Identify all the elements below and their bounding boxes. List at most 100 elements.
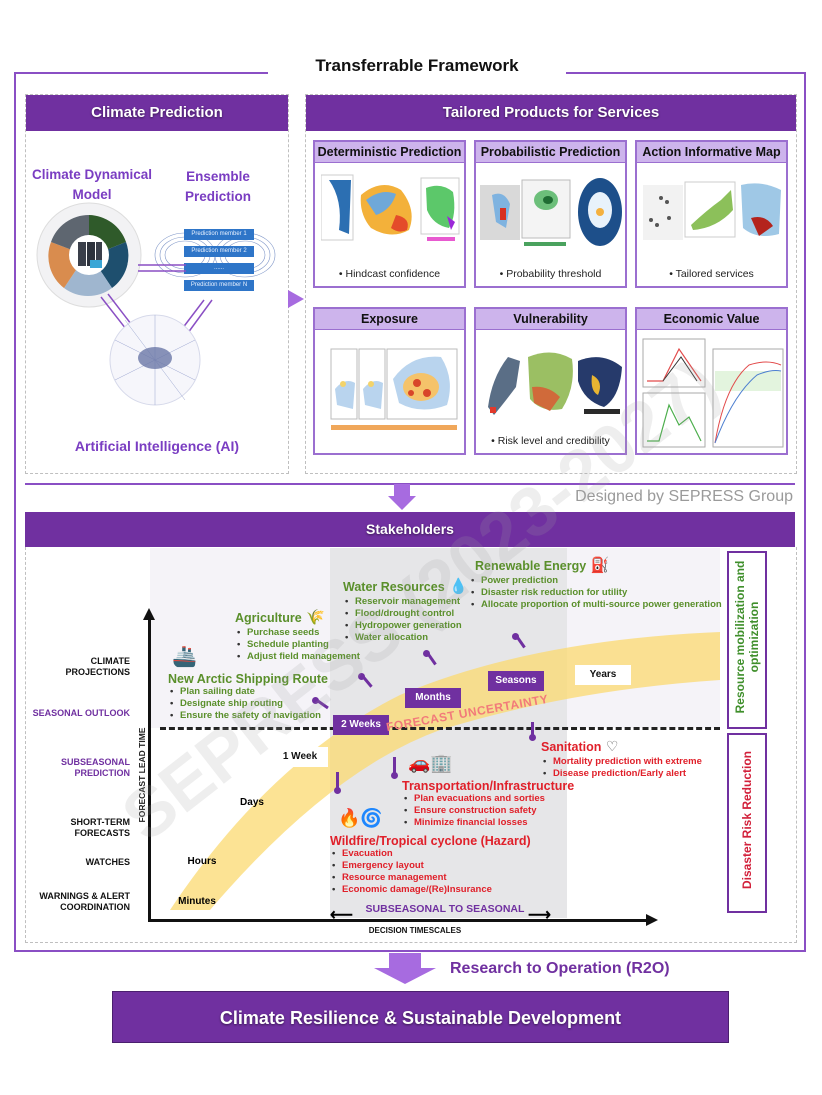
s2s-label: SUBSEASONAL TO SEASONAL: [365, 903, 525, 915]
product-panel-deterministic: Deterministic Prediction • Hindcast conf…: [313, 140, 466, 288]
panel-note: • Tailored services: [669, 268, 754, 280]
framework-title: Transferrable Framework: [315, 56, 519, 75]
sector-item: Economic damage/(Re)Insurance: [332, 884, 531, 896]
stakeholders-section: [25, 547, 797, 943]
timeline-pin-stem: [531, 722, 534, 736]
sector-water: Water Resources 💧 Reservoir management F…: [343, 577, 468, 644]
ensemble-member: Prediction member N: [184, 280, 254, 291]
panel-title: Economic Value: [637, 309, 786, 330]
sector-wildfire: Wildfire/Tropical cyclone (Hazard) Evacu…: [330, 834, 531, 896]
sector-items: Plan evacuations and sorties Ensure cons…: [402, 793, 574, 829]
sector-item: Mortality prediction with extreme: [543, 756, 702, 768]
sector-item: Disaster risk reduction for utility: [471, 587, 722, 599]
sector-item: Evacuation: [332, 848, 531, 860]
arrow-right-icon: [288, 290, 304, 308]
credit-text: Designed by SEPRESS Group: [575, 488, 793, 505]
panel-title: Action Informative Map: [637, 142, 786, 163]
sector-transport: Transportation/Infrastructure Plan evacu…: [402, 779, 574, 829]
r2o-arrow-icon: [389, 953, 421, 969]
disaster-risk-label: Disaster Risk Reduction: [740, 750, 754, 890]
ai-brain-icon: [109, 314, 201, 406]
r2o-label: Research to Operation (R2O): [450, 960, 670, 977]
sector-items: Power prediction Disaster risk reduction…: [469, 575, 722, 611]
timescale-label: 1 Week: [272, 747, 328, 767]
panel-note: • Hindcast confidence: [338, 268, 441, 280]
arrow-down-icon: [394, 484, 410, 496]
lead-level-label: WARNINGS & ALERT COORDINATION: [39, 891, 130, 912]
product-panel-economic-value: Economic Value: [635, 307, 788, 455]
panel-title: Vulnerability: [476, 309, 625, 330]
sector-title: New Arctic Shipping Route: [168, 672, 328, 686]
timescale-label: Seasons: [488, 671, 544, 691]
forecast-uncertainty-band: [170, 632, 720, 910]
outcome-banner: Climate Resilience & Sustainable Develop…: [112, 991, 729, 1043]
tailored-products-header: Tailored Products for Services: [306, 95, 796, 131]
y-axis-arrowhead: [143, 608, 155, 620]
vulnerability-map-thumbnail: [488, 352, 622, 415]
s2s-right-arrow-icon: ⟶: [528, 907, 551, 924]
resource-mobilization-label: Resource mobilization and optimization: [733, 560, 761, 714]
ensemble-member: Prediction member 2: [184, 246, 254, 257]
sector-title: Transportation/Infrastructure: [402, 779, 575, 793]
sector-agriculture: Agriculture 🌾 Purchase seeds Schedule pl…: [235, 608, 360, 663]
panel-title: Exposure: [315, 309, 464, 330]
lead-level-label: SUBSEASONAL PREDICTION: [60, 757, 130, 778]
sector-item: Resource management: [332, 872, 531, 884]
ensemble-members-list: Prediction member 1 Prediction member 2 …: [184, 229, 254, 291]
sector-item: Power prediction: [471, 575, 722, 587]
probabilistic-map-thumbnail: [480, 178, 622, 246]
stakeholders-header: Stakeholders: [25, 512, 795, 547]
timescale-label: 2 Weeks: [333, 715, 389, 735]
timescale-label: Hours: [187, 856, 217, 867]
sector-item: Ensure the safety of navigation: [170, 710, 328, 722]
panel-title: Probabilistic Prediction: [476, 142, 625, 163]
sector-item: Plan evacuations and sorties: [404, 793, 574, 805]
ensemble-label: Ensemble Prediction: [184, 169, 251, 204]
x-axis-label: DECISION TIMESCALES: [368, 926, 462, 935]
sector-item: Plan sailing date: [170, 686, 328, 698]
sector-shipping: New Arctic Shipping Route Plan sailing d…: [168, 672, 328, 722]
framework-top-border-right: [566, 72, 806, 74]
action-map-thumbnail: [643, 181, 781, 240]
sector-title: Water Resources: [343, 580, 445, 594]
sector-items: Plan sailing date Designate ship routing…: [168, 686, 328, 722]
timescale-label: Months: [405, 688, 461, 708]
sector-item: Designate ship routing: [170, 698, 328, 710]
timescale-label: Minutes: [178, 896, 216, 907]
exposure-map-thumbnail: [330, 348, 458, 430]
climate-prediction-header: Climate Prediction: [26, 95, 288, 131]
sector-item: Flood/drought control: [345, 608, 468, 620]
lead-level-label: WATCHES: [85, 857, 130, 867]
heart-hands-icon: ♡: [605, 738, 619, 754]
product-panel-action-map: Action Informative Map • Tailored servic…: [635, 140, 788, 288]
sector-sanitation: Sanitation ♡ Mortality prediction with e…: [541, 738, 702, 780]
sector-item: Minimize financial losses: [404, 817, 574, 829]
economic-value-thumbnail: [642, 338, 784, 448]
timescale-label: Years: [575, 665, 631, 685]
r2o-arrow-head: [374, 968, 436, 984]
sector-items: Mortality prediction with extreme Diseas…: [541, 756, 702, 780]
y-axis: [148, 618, 151, 922]
green-fuel-pump-icon: ⛽: [590, 557, 610, 574]
sector-title: Sanitation: [541, 740, 602, 754]
product-panel-exposure: Exposure: [313, 307, 466, 455]
lead-level-label: SEASONAL OUTLOOK: [32, 708, 130, 718]
ai-label: Artificial Intelligence (AI): [74, 438, 240, 454]
fire-cyclone-icon: 🔥🌀: [338, 808, 383, 828]
timescale-label: Days: [240, 797, 264, 808]
resource-mobilization-box: Resource mobilization and optimization: [727, 551, 767, 729]
timeline-pin: [334, 787, 341, 794]
panel-title: Deterministic Prediction: [315, 142, 464, 163]
sector-item: Allocate proportion of multi-source powe…: [471, 599, 722, 611]
s2s-left-arrow-icon: ⟵: [330, 907, 353, 924]
climate-prediction-section: [25, 94, 289, 474]
sector-item: Water allocation: [345, 632, 468, 644]
framework-top-border-left: [14, 72, 268, 74]
sector-energy: Renewable Energy ⛽ Power prediction Disa…: [471, 556, 722, 611]
sector-item: Hydropower generation: [345, 620, 468, 632]
sector-title: Wildfire/Tropical cyclone (Hazard): [330, 834, 531, 848]
sector-title: Agriculture: [235, 611, 302, 625]
sector-item: Emergency layout: [332, 860, 531, 872]
sector-item: Purchase seeds: [237, 627, 360, 639]
tailored-products-section: [305, 94, 797, 474]
